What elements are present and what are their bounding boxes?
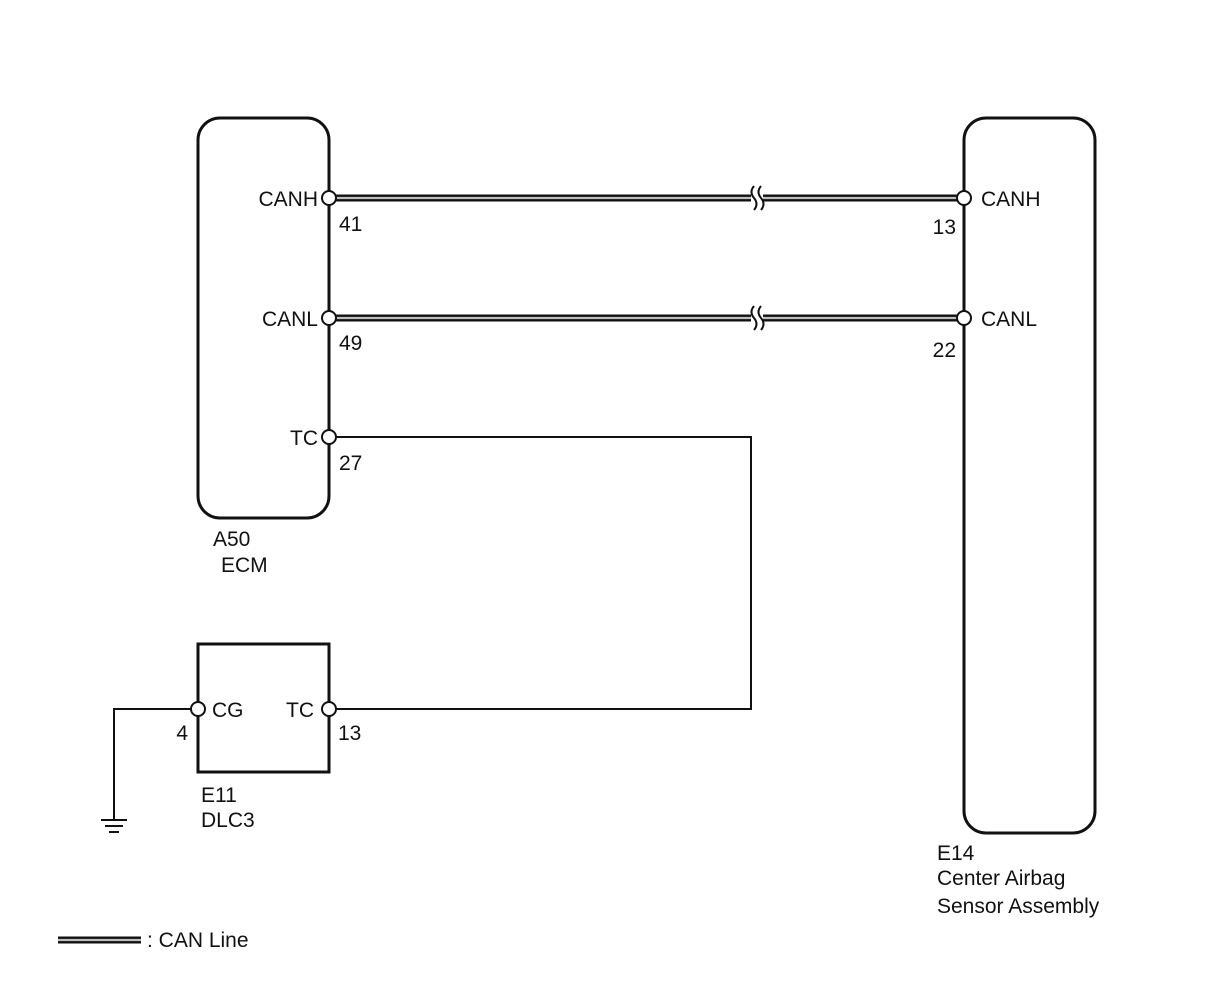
ecm-tc-pin-icon [321,429,337,445]
airbag-code: E14 [937,842,975,865]
ecm-name: ECM [221,554,268,577]
airbag-canh-pin-icon [956,190,972,206]
ground-icon [101,819,127,833]
ecm-canl-label: CANL [262,308,318,331]
airbag-name-line1: Center Airbag [937,867,1065,890]
ecm-canh-number: 41 [339,213,362,236]
airbag-sensor-box [962,116,1097,835]
dlc3-cg-number: 4 [176,722,188,745]
ecm-tc-label: TC [290,427,318,450]
ecm-tc-number: 27 [339,452,362,475]
airbag-canh-label: CANH [981,188,1041,211]
airbag-canl-label: CANL [981,308,1037,331]
canl-wire [329,305,964,331]
dlc3-cg-pin-icon [190,701,206,717]
legend-text: : CAN Line [147,929,249,952]
ecm-canh-pin-icon [321,190,337,206]
airbag-canl-pin-icon [956,310,972,326]
airbag-canh-number: 13 [933,216,956,239]
tc-wire [329,436,752,710]
ecm-code: A50 [213,528,250,551]
dlc3-cg-label: CG [212,699,244,722]
cg-ground-wire [113,708,198,820]
dlc3-tc-pin-icon [321,701,337,717]
ecm-canl-pin-icon [321,310,337,326]
airbag-name-line2: Sensor Assembly [937,895,1100,918]
canh-wire [329,185,964,211]
dlc3-box [196,642,331,774]
airbag-canl-number: 22 [933,339,956,362]
ecm-canh-label: CANH [258,188,318,211]
dlc3-tc-number: 13 [338,722,361,745]
dlc3-tc-label: TC [286,699,314,722]
dlc3-code: E11 [201,784,237,807]
ecm-canl-number: 49 [339,332,362,355]
dlc3-name: DLC3 [201,809,255,832]
